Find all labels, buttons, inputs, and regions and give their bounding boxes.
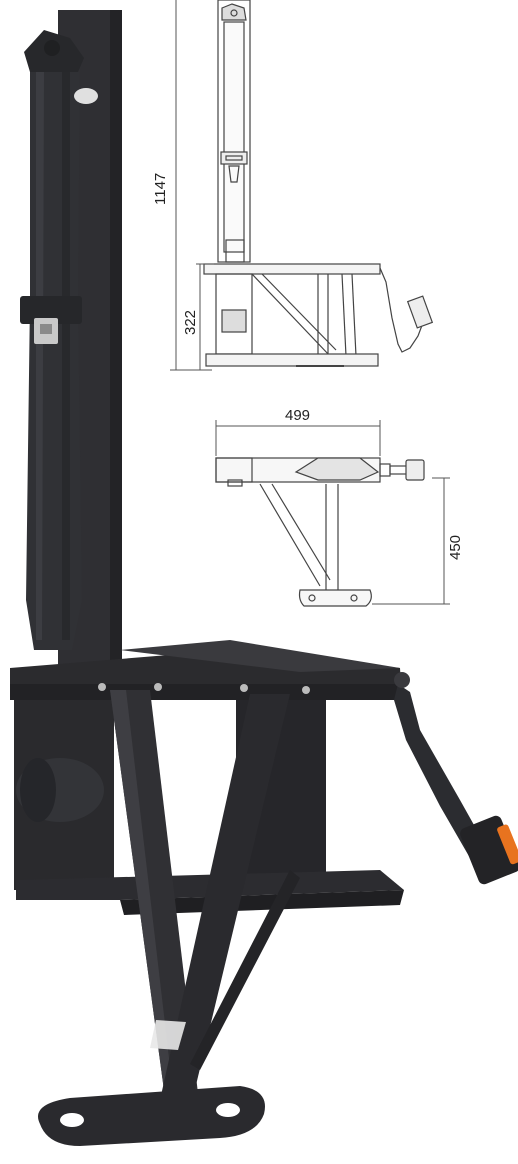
dimension-lines-front xyxy=(170,0,214,371)
seat-frame-photo xyxy=(10,10,518,1146)
diagonal-brace xyxy=(160,694,290,1110)
dimension-base-depth: 450 xyxy=(447,535,464,560)
front-view-drawing xyxy=(203,0,434,367)
dimension-seat-height: 322 xyxy=(182,310,199,335)
dimension-seat-width: 499 xyxy=(285,407,310,424)
top-view-drawing xyxy=(215,457,425,607)
seat-belt-strap xyxy=(26,60,82,650)
dimension-lines-top xyxy=(215,420,450,605)
side-belt xyxy=(394,684,488,858)
foot-plate xyxy=(38,1086,265,1146)
buckle-tongue xyxy=(20,296,82,324)
buckle-orange-tab xyxy=(497,824,518,865)
dimension-total-height: 1147 xyxy=(152,173,169,205)
